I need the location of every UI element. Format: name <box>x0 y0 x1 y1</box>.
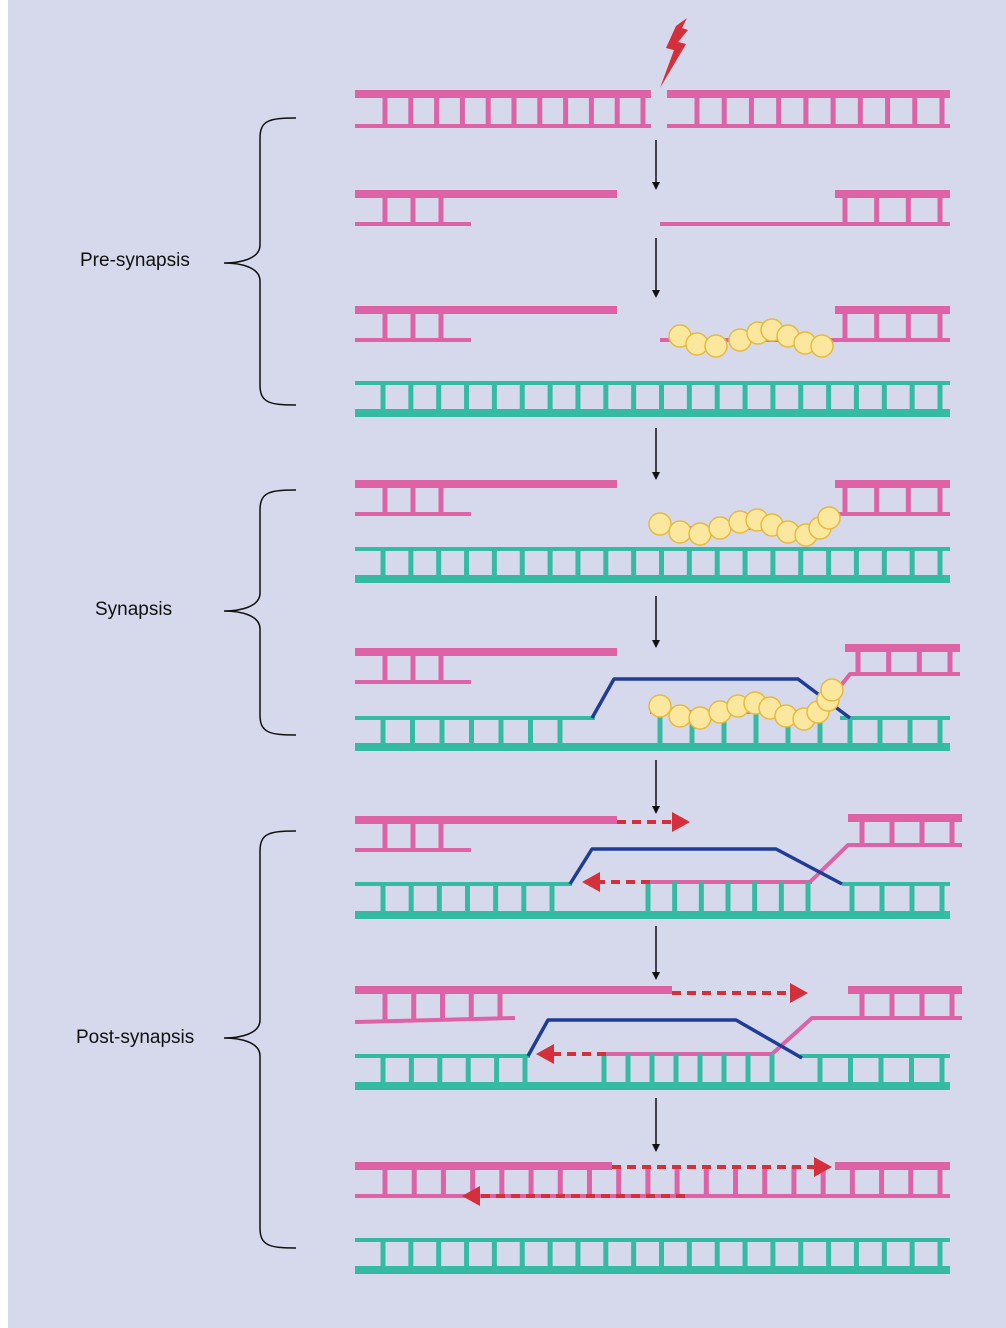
recombinase-filament <box>648 506 841 547</box>
right-3prime-overhang <box>808 843 962 884</box>
row-filament-formation <box>355 306 950 417</box>
step-arrow-4 <box>652 596 660 648</box>
step-arrow-6 <box>652 926 660 980</box>
protein-bead <box>820 678 844 702</box>
protein-bead <box>688 522 712 546</box>
protein-bead <box>668 520 692 544</box>
lightning-bolt-icon <box>660 18 688 88</box>
pre-synapsis-bracket <box>223 117 297 406</box>
step-arrow-head <box>652 290 660 298</box>
protein-bead <box>708 516 732 540</box>
synthesis-arrow-invading-end <box>582 872 650 892</box>
stage-label-pre-synapsis: Pre-synapsis <box>80 250 190 271</box>
protein-bead <box>648 512 672 536</box>
figure-panel <box>8 0 1006 1328</box>
left-resected-strand <box>354 1016 516 1024</box>
protein-bead <box>668 704 692 728</box>
step-arrow-5 <box>652 760 660 814</box>
synthesis-arrow-second-end <box>672 983 808 1003</box>
step-arrow-3 <box>652 428 660 480</box>
donor-dna-template <box>355 1238 950 1274</box>
synthesis-arrow-head <box>582 872 600 892</box>
step-arrow-head <box>652 1144 660 1152</box>
synthesis-arrow-head <box>462 1186 480 1206</box>
displaced-strand-d-loop <box>526 1018 803 1060</box>
row-repaired-product <box>355 1157 950 1274</box>
step-arrow-head <box>652 972 660 980</box>
step-arrow-7 <box>652 1098 660 1152</box>
row-homology-search <box>355 480 950 583</box>
synthesis-arrow-head <box>672 812 690 832</box>
step-arrow-head <box>652 640 660 648</box>
step-arrow-head <box>652 182 660 190</box>
protein-bead <box>688 706 712 730</box>
right-3prime-overhang <box>770 1016 962 1056</box>
new-synthesis-top <box>612 1157 832 1177</box>
row-strand-invasion <box>355 644 960 751</box>
row-d-loop-extension <box>354 983 962 1090</box>
row-double-strand-break <box>355 18 950 128</box>
new-synthesis-bottom <box>462 1186 685 1206</box>
synthesis-arrow-head <box>536 1044 554 1064</box>
step-arrow-head <box>652 806 660 814</box>
row-dna-synthesis <box>355 812 962 919</box>
donor-dna-template <box>355 381 950 417</box>
post-synapsis-bracket <box>223 830 297 1249</box>
stage-label-post-synapsis: Post-synapsis <box>76 1027 195 1048</box>
displaced-strand-d-loop <box>568 847 843 886</box>
synthesis-arrow-head <box>790 983 808 1003</box>
donor-dna-template <box>355 547 950 583</box>
recombinase-filament <box>648 678 844 731</box>
synthesis-arrow-second-end <box>617 812 690 832</box>
recombinase-filament <box>668 318 834 358</box>
protein-bead <box>704 334 728 358</box>
protein-bead <box>817 506 841 530</box>
row-end-resection <box>355 190 950 226</box>
protein-bead <box>648 694 672 718</box>
synthesis-arrow-invading-end <box>536 1044 606 1064</box>
stage-label-synapsis: Synapsis <box>95 599 173 620</box>
step-arrow-2 <box>652 238 660 298</box>
protein-bead <box>810 334 834 358</box>
synapsis-bracket <box>223 489 297 736</box>
dna-left-end <box>355 90 651 128</box>
step-arrow-head <box>652 472 660 480</box>
dna-right-end <box>667 90 950 128</box>
synthesis-arrow-head <box>814 1157 832 1177</box>
step-arrow-1 <box>652 140 660 190</box>
